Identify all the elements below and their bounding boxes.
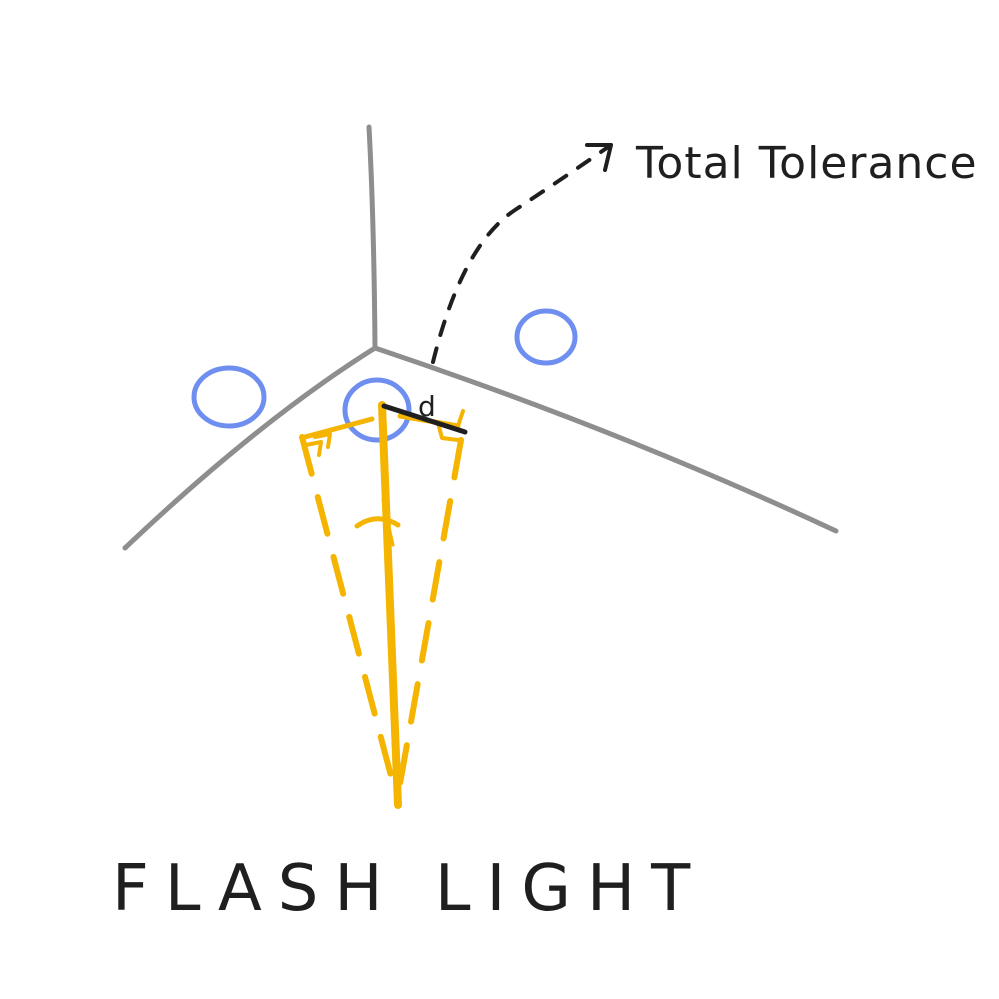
tolerance-segment <box>381 403 468 435</box>
beam-right-edge <box>395 437 464 798</box>
wall-left <box>122 345 378 551</box>
tolerance-leader-arrow <box>431 143 613 364</box>
beam-left-edge <box>299 434 399 798</box>
wall-vertical <box>366 124 378 351</box>
walls <box>122 124 839 551</box>
tolerance-measure <box>381 143 613 435</box>
distance-label: d <box>418 390 436 423</box>
center-blue-circle <box>342 377 412 443</box>
right-blue-circle <box>514 308 578 366</box>
diagram-title: FLASH LIGHT <box>112 852 706 926</box>
left-cross-beam <box>302 416 375 440</box>
beam-direction-shaft <box>381 498 395 547</box>
blue-circles <box>191 308 578 443</box>
left-blue-circle <box>191 365 267 429</box>
tolerance-label: Total Tolerance <box>635 138 978 189</box>
flashlight-beam <box>299 401 465 809</box>
right-right-angle-marker <box>436 409 465 442</box>
left-right-angle-marker <box>304 432 332 457</box>
tolerance-arrowhead <box>585 143 613 172</box>
wall-right <box>372 345 839 534</box>
beam-center-line <box>378 401 402 809</box>
beam-direction-arrow <box>354 516 401 529</box>
